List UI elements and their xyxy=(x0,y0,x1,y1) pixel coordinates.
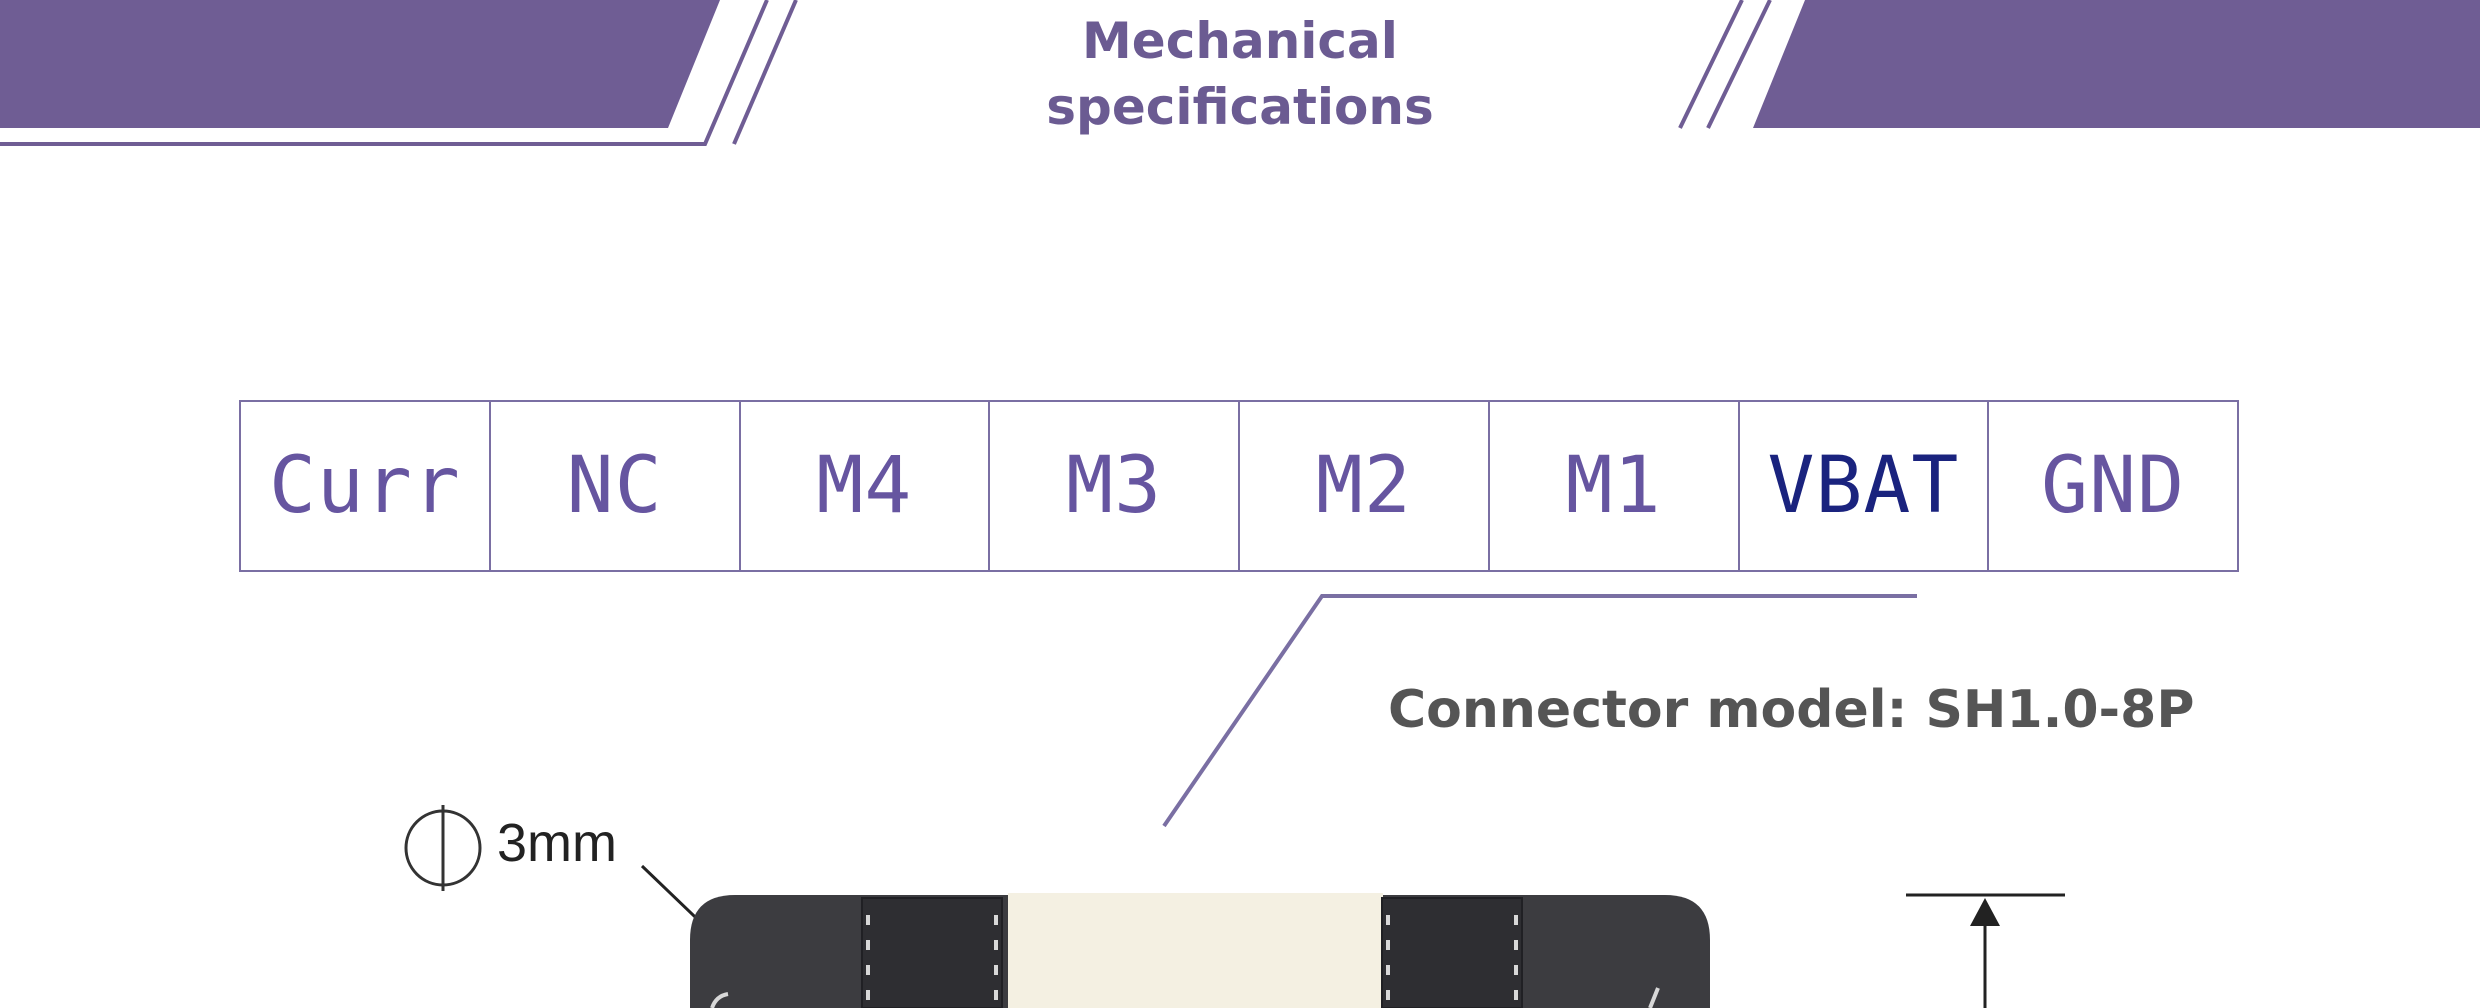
pin-cell-vbat: VBAT xyxy=(1740,402,1990,570)
connector-socket xyxy=(1008,893,1383,1008)
pin-cell-m1: M1 xyxy=(1490,402,1740,570)
mosfet-chip-right xyxy=(1381,897,1523,1008)
pin-cell-nc: NC xyxy=(491,402,741,570)
connector-leader-line xyxy=(1162,594,1917,828)
header-stripe-right-a xyxy=(1678,0,1744,129)
page-title-line1: Mechanical xyxy=(1082,12,1398,70)
chip-pin-marks xyxy=(866,915,1518,1000)
page-title: Mechanical specifications xyxy=(940,8,1540,140)
hole-diameter-label: 3mm xyxy=(497,813,617,873)
mosfet-chip-left xyxy=(861,897,1003,1008)
pin-cell-m3: M3 xyxy=(990,402,1240,570)
pinout-table: Curr NC M4 M3 M2 M1 VBAT GND xyxy=(239,400,2239,572)
board-mark-left xyxy=(710,992,729,1008)
header-stripe-left xyxy=(732,0,798,145)
page-title-line2: specifications xyxy=(1046,78,1434,136)
dimension-arrow-icon xyxy=(1970,898,2000,926)
connector-model-label: Connector model: SH1.0-8P xyxy=(1388,680,2195,740)
header-banner-right xyxy=(1753,0,2480,128)
board-mark-right xyxy=(1648,987,1660,1008)
header-banner-left-outline xyxy=(0,0,769,146)
pin-cell-m2: M2 xyxy=(1240,402,1490,570)
pin-cell-m4: M4 xyxy=(741,402,991,570)
header-stripe-right-b xyxy=(1706,0,1772,129)
pin-cell-curr: Curr xyxy=(241,402,491,570)
pin-cell-gnd: GND xyxy=(2041,441,2186,531)
header-banner-left xyxy=(0,0,720,128)
